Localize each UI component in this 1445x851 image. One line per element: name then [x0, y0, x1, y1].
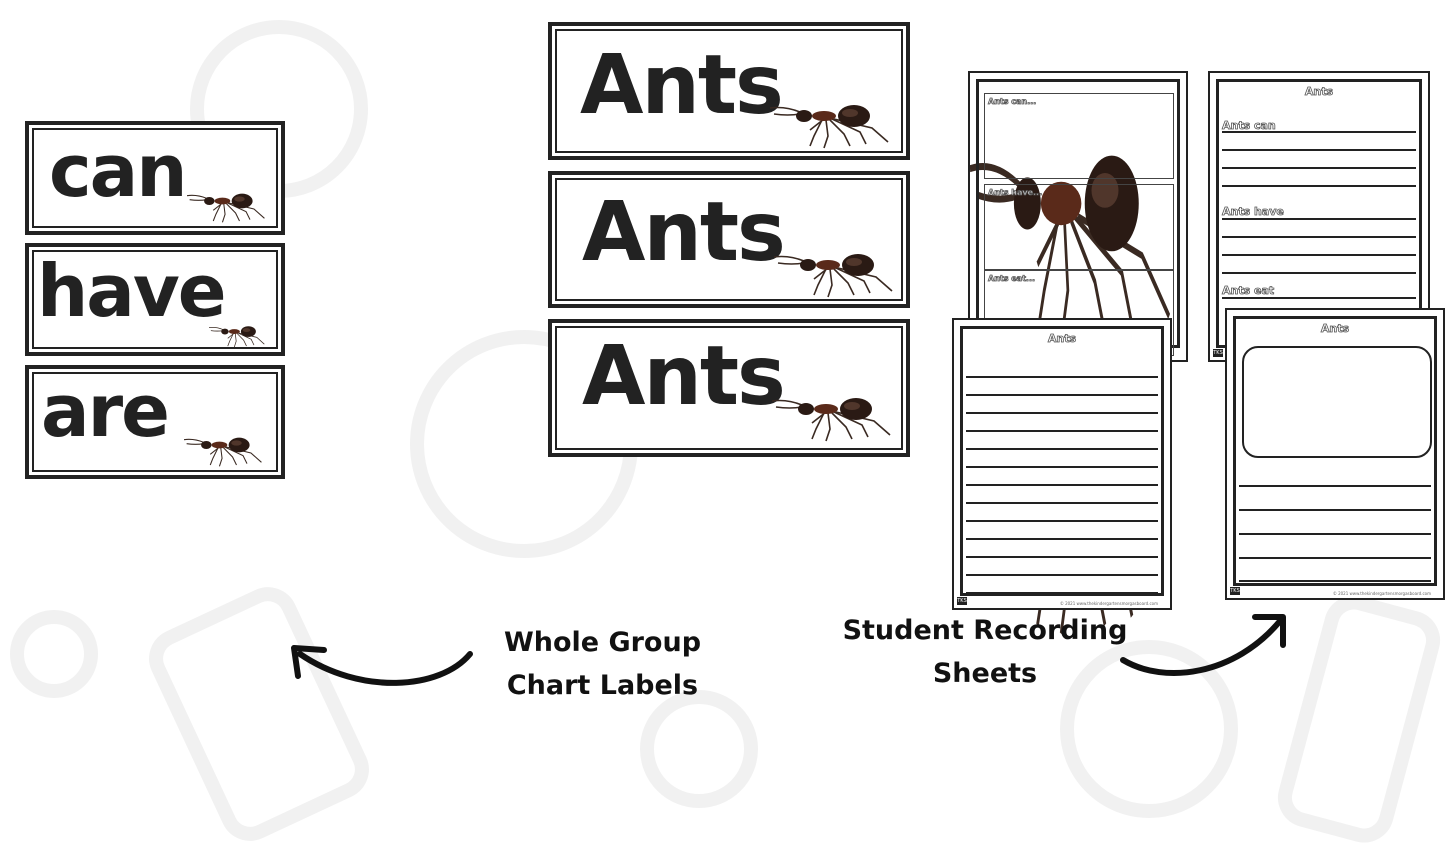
- writing-line: [966, 556, 1158, 558]
- chart-label-card-ants: Ants: [548, 319, 910, 457]
- prompt-label: Ants have...: [988, 188, 1043, 198]
- background-doodle: [1271, 588, 1445, 850]
- writing-line: [966, 538, 1158, 540]
- writing-line: [966, 502, 1158, 504]
- ant-icon: [969, 155, 1186, 364]
- label-word: Ants: [580, 38, 784, 133]
- label-word: are: [41, 369, 170, 453]
- caption-chart-labels: Whole Group Chart Labels: [470, 621, 735, 707]
- prompt-box: [984, 93, 1174, 179]
- section-heading: Ants can: [1222, 119, 1277, 133]
- caption-line: Sheets: [932, 658, 1038, 689]
- label-word: can: [49, 129, 188, 213]
- chart-label-card-ants: Ants: [548, 171, 910, 308]
- recording-sheet-writing: Ants TKS © 2021 www.thekindergartensmorg…: [952, 318, 1172, 610]
- ant-icon: [208, 317, 269, 349]
- writing-line: [966, 592, 1158, 594]
- sheet-title: Ants: [1320, 322, 1350, 336]
- prompt-box: [984, 184, 1174, 270]
- prompt-label: Ants eat...: [988, 274, 1036, 284]
- chart-label-card-can: can: [25, 121, 285, 235]
- writing-line: [966, 574, 1158, 576]
- sheet-title: Ants: [1304, 85, 1334, 99]
- background-doodle: [640, 690, 758, 808]
- writing-line: [966, 430, 1158, 432]
- label-word: Ants: [582, 185, 786, 280]
- recording-sheet-draw-write: Ants TKS © 2021 www.thekindergartensmorg…: [1225, 308, 1445, 600]
- section-heading: Ants eat: [1222, 284, 1275, 298]
- caption-line: Whole Group: [503, 627, 702, 658]
- prompt-label: Ants can...: [988, 97, 1037, 107]
- footer-text: © 2021 www.thekindergartensmorgasboard.c…: [1332, 591, 1431, 596]
- background-doodle: [10, 610, 98, 698]
- ant-icon: [183, 425, 268, 469]
- arrow-left-icon: [291, 645, 473, 686]
- caption-recording-sheets: Student Recording Sheets: [820, 609, 1150, 695]
- caption-line: Chart Labels: [506, 670, 699, 701]
- ant-icon: [186, 181, 271, 225]
- badge: TKS: [957, 597, 967, 605]
- arrow-right-icon: [1120, 614, 1286, 676]
- label-word: Ants: [582, 329, 786, 424]
- drawing-box: [1242, 346, 1432, 458]
- writing-line: [966, 520, 1158, 522]
- chart-label-card-have: have: [25, 243, 285, 356]
- writing-line: [966, 412, 1158, 414]
- writing-line: [966, 448, 1158, 450]
- chart-label-card-ants: Ants: [548, 22, 910, 160]
- caption-line: Student Recording: [842, 615, 1128, 646]
- badge: TKS: [1230, 587, 1240, 595]
- writing-line: [966, 376, 1158, 378]
- writing-line: [966, 484, 1158, 486]
- writing-line: [966, 466, 1158, 468]
- ant-icon: [771, 379, 900, 445]
- label-word: have: [37, 249, 227, 333]
- ant-icon: [773, 235, 902, 301]
- footer-text: © 2021 www.thekindergartensmorgasboard.c…: [1059, 601, 1158, 606]
- chart-label-card-are: are: [25, 365, 285, 479]
- badge: TKS: [1213, 349, 1223, 357]
- sheet-border: [1233, 316, 1437, 586]
- writing-line: [966, 394, 1158, 396]
- ant-icon: [769, 86, 898, 152]
- section-heading: Ants have: [1222, 205, 1285, 219]
- background-doodle: [139, 577, 379, 851]
- sheet-border: [960, 326, 1164, 596]
- sheet-title: Ants: [1047, 332, 1077, 346]
